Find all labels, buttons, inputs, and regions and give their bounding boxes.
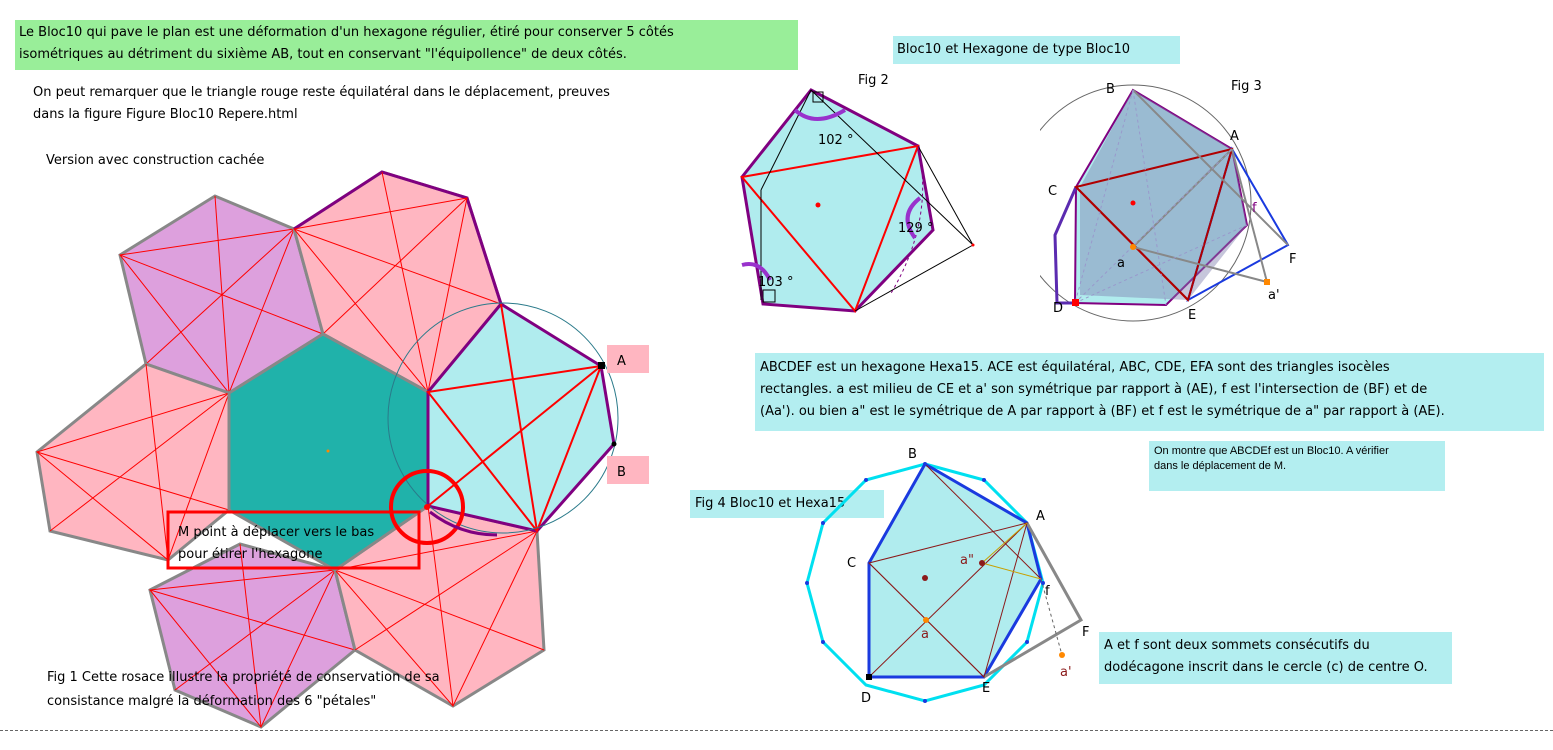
m-point-circle[interactable] — [389, 469, 465, 545]
fig3-label-f: f — [1252, 201, 1257, 216]
petal-top-right — [292, 170, 503, 394]
m-point-label-line-1: M point à déplacer vers le bas — [178, 525, 374, 540]
fig1-label-A: A — [617, 354, 626, 369]
fig2-angle-102: 102 ° — [818, 133, 853, 148]
dodeca-line-2: dodécagone inscrit dans le cercle (c) de… — [1104, 660, 1428, 675]
intro-line-2: isométriques au détriment du sixième AB,… — [19, 47, 627, 62]
bottom-divider — [0, 730, 1553, 731]
fig1-rosace: M point à déplacer vers le bas pour étir… — [35, 170, 649, 729]
fig3-label-a: a — [1117, 256, 1125, 271]
fig3-label-B: B — [1106, 82, 1115, 97]
fig4-label-B: B — [908, 447, 917, 462]
hexa-desc-line-2: rectangles. a est milieu de CE et a' son… — [760, 382, 1428, 397]
intro-box: Le Bloc10 qui pave le plan est une défor… — [15, 20, 798, 70]
fig2-angle-103: 103 ° — [758, 275, 793, 290]
hexa-desc-line-1: ABCDEF est un hexagone Hexa15. ACE est é… — [760, 360, 1390, 375]
show-line-2: dans le déplacement de M. — [1154, 460, 1287, 472]
fig2-diagram: 102 ° 129 ° 103 ° — [740, 88, 975, 313]
fig4-label-D: D — [861, 691, 871, 706]
show-box: On montre que ABCDEf est un Bloc10. A vé… — [1149, 441, 1445, 491]
fig3-label: Fig 3 — [1231, 79, 1262, 94]
fig1-caption-line-1: Fig 1 Cette rosace illustre la propriété… — [47, 670, 440, 685]
fig3-label-E: E — [1188, 308, 1196, 323]
fig4-label-C: C — [847, 556, 856, 571]
intro-line-1: Le Bloc10 qui pave le plan est une défor… — [19, 25, 674, 40]
fig3-label-C: C — [1048, 184, 1057, 199]
petal-bottom-right — [333, 504, 546, 708]
m-point[interactable] — [424, 504, 430, 510]
label-A-bg — [607, 345, 649, 373]
fig1-caption-line-2: consistance malgré la déformation des 6 … — [47, 694, 376, 709]
fig4-diagram: B A C a" f a F a' E D — [805, 447, 1089, 706]
fig4-label-a: a — [921, 627, 929, 642]
dodeca-box: A et f sont deux sommets consécutifs du … — [1099, 632, 1452, 684]
version-text: Version avec construction cachée — [46, 153, 265, 168]
fig2-label: Fig 2 — [858, 73, 889, 88]
remark-line-1: On peut remarquer que le triangle rouge … — [33, 85, 610, 100]
fig3-label-D: D — [1053, 301, 1063, 316]
remark-line-2: dans la figure Figure Bloc10 Repere.html — [33, 107, 298, 122]
dodeca-line-1: A et f sont deux sommets consécutifs du — [1104, 638, 1370, 653]
fig4-label-F: F — [1082, 625, 1089, 640]
hexa-description: ABCDEF est un hexagone Hexa15. ACE est é… — [755, 353, 1544, 431]
point-B-marker[interactable] — [611, 441, 617, 447]
construction-circle — [387, 302, 619, 534]
fig3-circle — [1040, 84, 1252, 322]
fig4-label-a-prime: a' — [1060, 665, 1072, 680]
hexa-desc-line-3: (Aa'). ou bien a" est le symétrique de A… — [760, 404, 1445, 419]
fig4-label-A: A — [1036, 509, 1045, 524]
central-center-dot — [326, 449, 330, 453]
fig2-angle-129: 129 ° — [898, 221, 933, 236]
point-A-marker[interactable] — [598, 362, 605, 369]
fig3-label-a-prime: a' — [1268, 288, 1280, 303]
m-point-box — [166, 510, 421, 570]
fig3-shaded — [1080, 90, 1247, 300]
fig3-diagram: B A C f F a a' D E — [1040, 82, 1296, 323]
fig4-bloc10 — [867, 461, 1043, 679]
fig3-label-F: F — [1289, 252, 1296, 267]
show-line-1: On montre que ABCDEf est un Bloc10. A vé… — [1154, 445, 1389, 457]
fig3-label-A: A — [1230, 129, 1239, 144]
remark-text: On peut remarquer que le triangle rouge … — [33, 82, 610, 126]
m-point-label-line-2: pour étirer l'hexagone — [178, 547, 322, 562]
title-bloc10: Bloc10 et Hexagone de type Bloc10 — [893, 36, 1180, 64]
m-arc — [429, 510, 498, 537]
fig4-label-a-second: a" — [960, 553, 974, 568]
fig4-label-E: E — [982, 681, 990, 696]
fig4-label-f: f — [1045, 584, 1050, 599]
label-B-bg — [607, 456, 649, 484]
fig1-label-B: B — [617, 465, 626, 480]
